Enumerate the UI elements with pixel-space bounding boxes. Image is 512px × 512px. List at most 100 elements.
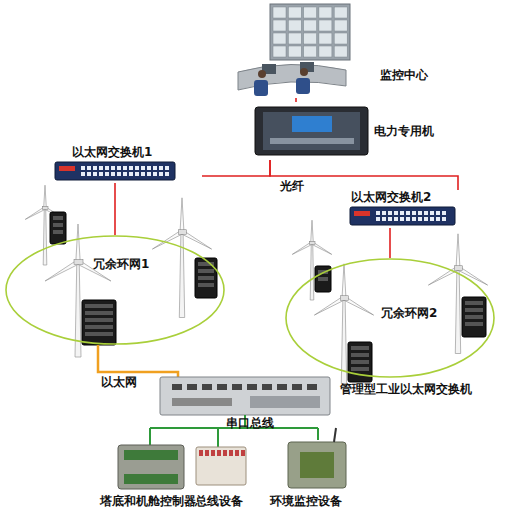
switch-port xyxy=(85,332,113,336)
node-label: 总线设备 xyxy=(195,494,243,508)
switch-port xyxy=(382,211,386,215)
switch-port xyxy=(465,301,483,305)
switch-port xyxy=(376,217,380,221)
switch-port xyxy=(412,211,416,215)
fiber-link xyxy=(295,98,297,102)
switch-port xyxy=(351,346,369,350)
switch-port xyxy=(165,172,169,176)
bus-wire xyxy=(149,428,151,445)
switch-node: 以太网交换机2 xyxy=(345,190,463,228)
bus-device-node: 总线设备 xyxy=(195,438,265,510)
switch-port xyxy=(351,367,369,371)
bus-terminal xyxy=(199,450,203,456)
switch-port xyxy=(105,166,109,170)
panel-screen xyxy=(292,116,332,132)
fiber-link xyxy=(114,183,116,235)
operator xyxy=(258,70,266,78)
monitor-screen xyxy=(288,33,301,44)
power-computer-node: 电力专用机 xyxy=(252,102,437,160)
pc-port xyxy=(292,384,302,390)
turbine-nacelle xyxy=(340,296,348,301)
monitor-screen xyxy=(288,7,301,18)
ring-ellipse xyxy=(6,236,224,344)
switch-port xyxy=(198,269,214,273)
switch-port xyxy=(123,172,127,176)
pc-port xyxy=(307,384,317,390)
switch-port xyxy=(442,217,446,221)
switch-port xyxy=(376,211,380,215)
pc-strip xyxy=(172,398,232,406)
bus-module xyxy=(196,447,246,485)
switch-port xyxy=(465,315,483,319)
switch-logo xyxy=(354,211,370,216)
switch-port xyxy=(93,166,97,170)
turbine-tower xyxy=(179,232,184,318)
pc-port xyxy=(232,384,242,390)
monitor-screen xyxy=(273,46,286,57)
turbine-blade xyxy=(311,220,314,243)
switch-port xyxy=(436,217,440,221)
turbine-blade xyxy=(456,234,460,268)
plc-terminal xyxy=(124,450,178,460)
switch-port xyxy=(129,172,133,176)
switch-port xyxy=(159,172,163,176)
switch-port xyxy=(99,166,103,170)
wind-turbine xyxy=(428,234,487,354)
switch-port xyxy=(442,211,446,215)
turbine-blade xyxy=(76,224,80,262)
bus-terminal xyxy=(229,450,233,456)
bus-terminal xyxy=(205,450,209,456)
switch-port xyxy=(351,360,369,364)
ethernet-cable xyxy=(98,345,178,378)
switch-port xyxy=(430,211,434,215)
bus-wire xyxy=(317,428,319,440)
switch-port xyxy=(424,217,428,221)
operator xyxy=(300,68,308,76)
switch-port xyxy=(111,172,115,176)
node-label: 冗余环网2 xyxy=(381,306,437,320)
operator-chair xyxy=(296,78,310,94)
switch-body xyxy=(195,258,217,298)
node-label: 塔底和机舱控制器 xyxy=(100,494,196,508)
switch-port xyxy=(465,322,483,326)
turbine-tower xyxy=(310,243,314,300)
monitor-screen xyxy=(273,33,286,44)
industrial-pc xyxy=(160,377,330,415)
switch-body xyxy=(462,297,486,337)
bus-terminal xyxy=(217,450,221,456)
line-label: 串口总线 xyxy=(226,416,274,430)
switch-node: 以太网交换机1 xyxy=(52,145,202,183)
monitor-box xyxy=(288,442,346,488)
monitor-screen xyxy=(304,20,317,31)
industrial-switch xyxy=(50,212,66,244)
switch-port xyxy=(153,166,157,170)
switch-port xyxy=(53,223,63,227)
fiber-link xyxy=(202,160,270,176)
switch-port xyxy=(81,166,85,170)
monitor-screen xyxy=(304,46,317,57)
switch-port xyxy=(53,216,63,220)
node-label: 管理型工业以太网交换机 xyxy=(340,382,472,396)
bus-terminal xyxy=(223,450,227,456)
switch-port xyxy=(436,211,440,215)
turbine-tower xyxy=(43,208,47,265)
node-label: 以太网交换机1 xyxy=(72,145,152,159)
controller-node: 塔底和机舱控制器 xyxy=(95,438,195,510)
switch-port xyxy=(87,166,91,170)
switch-body xyxy=(50,212,66,244)
industrial-switch xyxy=(462,297,486,337)
monitor-screen xyxy=(319,46,332,57)
switch-port xyxy=(81,172,85,176)
turbine-nacelle xyxy=(74,260,83,265)
industrial-switch xyxy=(195,258,217,298)
node-label: 监控中心 xyxy=(380,68,428,82)
monitor-panel xyxy=(300,452,334,478)
monitor-screen xyxy=(334,20,347,31)
switch-port xyxy=(117,172,121,176)
bus-terminal xyxy=(211,450,215,456)
pc-port xyxy=(262,384,272,390)
switch-port xyxy=(153,172,157,176)
pc-port xyxy=(187,384,197,390)
